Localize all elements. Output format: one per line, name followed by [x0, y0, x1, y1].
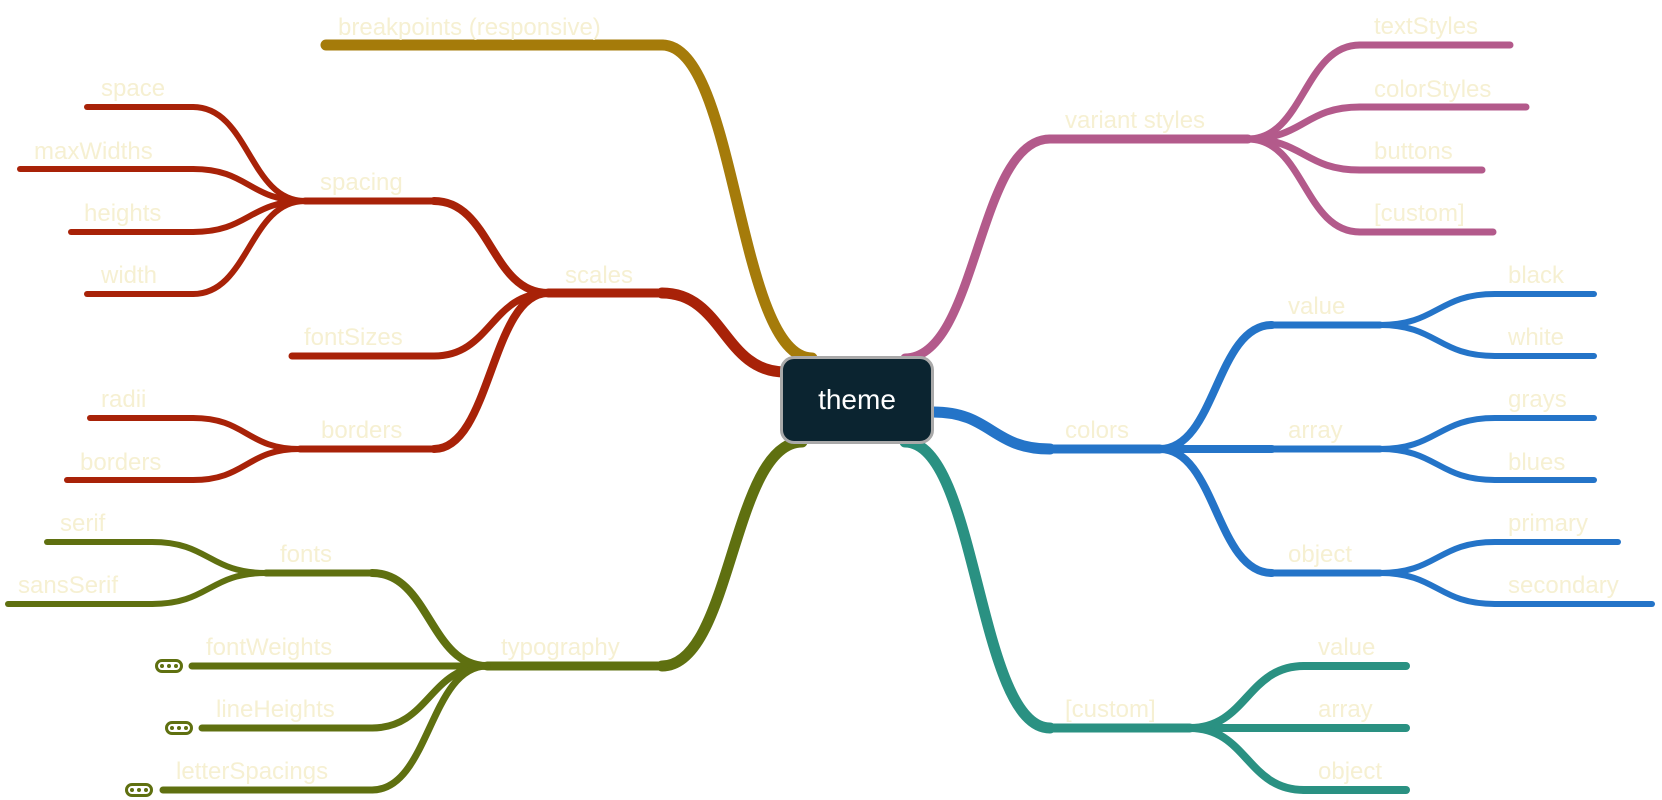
node-heights[interactable]: heights [84, 200, 162, 227]
node-textstyles[interactable]: textStyles [1374, 13, 1479, 40]
connector-blues [1377, 446, 1498, 483]
node-maxwidths[interactable]: maxWidths [34, 138, 153, 165]
collapse-fontweights-icon[interactable] [155, 659, 183, 673]
node-breakpoints[interactable]: breakpoints (responsive) [338, 14, 601, 41]
connector-root-breakpoints [656, 39, 818, 364]
node-colors-value[interactable]: value [1288, 293, 1346, 320]
node-custom-value[interactable]: value [1318, 634, 1376, 661]
node-custom-array[interactable]: array [1318, 696, 1373, 723]
node-white[interactable]: white [1508, 324, 1565, 351]
node-radii[interactable]: radii [101, 386, 147, 413]
connector-root-typography [656, 436, 808, 672]
collapse-letterspacings-icon[interactable] [125, 783, 153, 797]
connector-root-variant [900, 134, 1055, 363]
node-sansserif[interactable]: sansSerif [18, 572, 119, 599]
node-serif[interactable]: serif [60, 510, 106, 537]
node-colorstyles[interactable]: colorStyles [1374, 76, 1492, 103]
node-black[interactable]: black [1508, 262, 1565, 289]
node-width[interactable]: width [101, 262, 158, 289]
node-fontweights[interactable]: fontWeights [206, 634, 333, 661]
node-fontsizes[interactable]: fontSizes [304, 324, 403, 351]
connector-colors-object [1156, 445, 1276, 577]
node-colors[interactable]: colors [1065, 417, 1130, 444]
collapse-lineheights-icon[interactable] [165, 721, 193, 735]
node-typography[interactable]: typography [501, 634, 620, 661]
node-blues[interactable]: blues [1508, 449, 1566, 476]
node-spacing[interactable]: spacing [320, 169, 403, 196]
connector-custom-object [1186, 724, 1308, 794]
node-variant-styles[interactable]: variant styles [1065, 107, 1206, 134]
node-custom[interactable]: [custom] [1065, 696, 1156, 723]
connector-root-scales [656, 287, 791, 378]
node-grays[interactable]: grays [1508, 386, 1567, 413]
root-node-label: theme [818, 384, 896, 415]
node-space[interactable]: space [101, 75, 166, 102]
node-secondary[interactable]: secondary [1508, 572, 1619, 599]
connector-variant-variant-custom [1244, 135, 1364, 236]
connector-typography-letterspacings [368, 662, 491, 794]
connector-scales-spacing [430, 197, 552, 297]
node-scales[interactable]: scales [565, 262, 634, 289]
connector-fonts-sansserif [149, 570, 269, 607]
node-borders-leaf[interactable]: borders [80, 449, 162, 476]
node-buttons[interactable]: buttons [1374, 138, 1453, 165]
node-custom-object[interactable]: object [1318, 758, 1383, 785]
connector-colors-value [1156, 321, 1276, 453]
connector-white [1377, 322, 1498, 359]
node-primary[interactable]: primary [1508, 510, 1589, 537]
connector-secondary [1377, 570, 1498, 607]
root-node-theme[interactable]: theme [780, 356, 934, 444]
connector-scales-borders [430, 289, 552, 453]
connector-typography-fonts [368, 569, 491, 670]
connector-root-custom [899, 436, 1056, 734]
connector-root-colors [927, 406, 1056, 455]
node-fonts[interactable]: fonts [280, 541, 333, 568]
connector-borders-borders-leaf [190, 446, 303, 483]
connector-spacing-width [190, 198, 308, 297]
node-variant-custom[interactable]: [custom] [1374, 200, 1465, 227]
node-letterspacings[interactable]: letterSpacings [176, 758, 329, 785]
node-lineheights[interactable]: lineHeights [216, 696, 335, 723]
node-colors-array[interactable]: array [1288, 417, 1343, 444]
node-borders-group[interactable]: borders [321, 417, 403, 444]
node-colors-object[interactable]: object [1288, 541, 1353, 568]
